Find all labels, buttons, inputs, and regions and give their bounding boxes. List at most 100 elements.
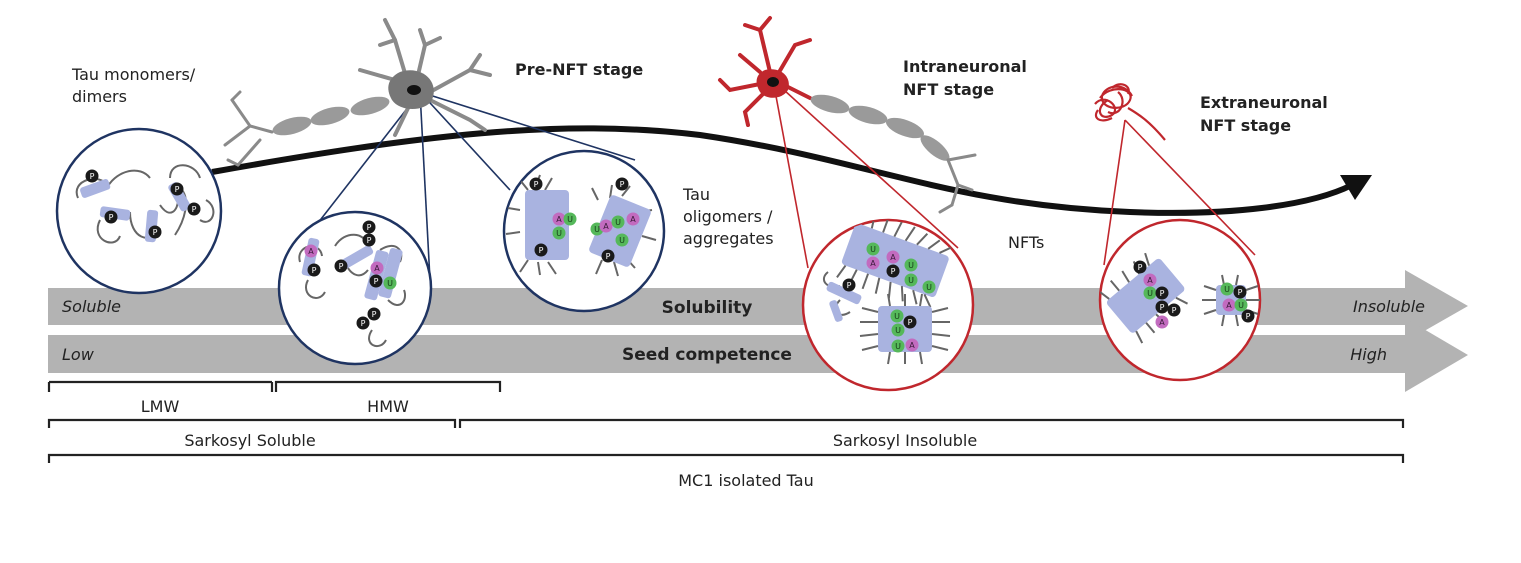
p-marker-letter: P	[109, 213, 114, 222]
u-marker	[1220, 282, 1234, 296]
monomers-circle	[55, 127, 223, 295]
u-marker	[890, 309, 904, 323]
u-marker-letter: U	[556, 229, 562, 238]
a-marker	[626, 212, 640, 226]
progression-arrowhead	[1340, 175, 1372, 200]
a-marker-letter: A	[909, 341, 915, 350]
p-marker-letter: P	[361, 319, 366, 328]
p-marker-letter: P	[367, 223, 372, 232]
intraneuronal-nft-circle	[801, 218, 975, 392]
u-marker-letter: U	[908, 261, 914, 270]
u-marker	[611, 215, 625, 229]
p-marker-letter: P	[891, 267, 896, 276]
extraneuronal-tangle-icon	[1094, 83, 1166, 141]
p-marker	[369, 274, 383, 288]
u-marker-letter: U	[619, 236, 625, 245]
a-marker	[304, 244, 318, 258]
p-marker	[534, 243, 548, 257]
p-marker	[601, 249, 615, 263]
p-marker-letter: P	[847, 281, 852, 290]
p-marker-letter: P	[372, 310, 377, 319]
p-marker-letter: P	[606, 252, 611, 261]
u-marker-letter: U	[895, 342, 901, 351]
p-marker-letter: P	[312, 266, 317, 275]
p-marker-letter: P	[534, 180, 539, 189]
p-marker	[615, 177, 629, 191]
p-marker-letter: P	[1138, 263, 1143, 272]
u-marker-letter: U	[387, 279, 393, 288]
sarkosyl-soluble-bracket	[47, 418, 457, 428]
neuron-prenft-icon	[223, 18, 492, 167]
a-marker	[1222, 298, 1236, 312]
u-marker	[1143, 286, 1157, 300]
u-marker-letter: U	[615, 218, 621, 227]
p-marker	[1133, 260, 1147, 274]
p-marker	[1155, 286, 1169, 300]
hmw-bracket	[274, 380, 502, 392]
p-marker	[104, 210, 118, 224]
tau-oligomers-label-line1: Tau	[682, 185, 710, 204]
a-marker	[866, 256, 880, 270]
u-marker	[922, 280, 936, 294]
a-marker-letter: A	[1159, 318, 1165, 327]
extraneuronal-label-line1: Extraneuronal	[1200, 93, 1328, 112]
p-marker-letter: P	[1160, 303, 1165, 312]
p-marker	[356, 316, 370, 330]
p-marker	[367, 307, 381, 321]
brackets	[47, 380, 1405, 463]
p-marker	[334, 259, 348, 273]
nfts-label: NFTs	[1008, 233, 1044, 252]
p-marker	[307, 263, 321, 277]
p-marker	[886, 264, 900, 278]
p-marker	[170, 182, 184, 196]
a-marker-letter: A	[1147, 276, 1153, 285]
intraneuronal-label-line2: NFT stage	[903, 80, 994, 99]
insoluble-label: Insoluble	[1353, 297, 1425, 316]
p-marker-letter: P	[339, 262, 344, 271]
u-marker-letter: U	[895, 326, 901, 335]
u-marker-letter: U	[1224, 285, 1230, 294]
u-marker-letter: U	[594, 225, 600, 234]
intraneuronal-label-line1: Intraneuronal	[903, 57, 1027, 76]
u-marker	[552, 226, 566, 240]
p-marker	[148, 225, 162, 239]
sarkosyl-insoluble-bracket	[458, 418, 1405, 428]
a-marker-letter: A	[603, 222, 609, 231]
a-marker	[886, 250, 900, 264]
p-marker	[842, 278, 856, 292]
p-marker-letter: P	[175, 185, 180, 194]
a-marker-letter: A	[308, 247, 314, 256]
oligomers-circle	[502, 149, 666, 313]
a-marker	[1155, 315, 1169, 329]
soluble-label: Soluble	[62, 297, 121, 316]
u-marker-letter: U	[567, 215, 573, 224]
p-marker-letter: P	[539, 246, 544, 255]
p-marker-letter: P	[153, 228, 158, 237]
u-marker	[615, 233, 629, 247]
u-marker	[1234, 298, 1248, 312]
progression-arrow	[211, 125, 1354, 216]
a-marker	[552, 212, 566, 226]
p-marker-letter: P	[192, 205, 197, 214]
u-marker-letter: U	[908, 276, 914, 285]
u-marker	[866, 242, 880, 256]
tau-monomers-label-line1: Tau monomers/	[71, 65, 196, 84]
mc1-isolated-tau-label: MC1 isolated Tau	[678, 471, 814, 490]
a-marker	[370, 261, 384, 275]
solubility-label: Solubility	[662, 298, 753, 318]
tau-oligomers-label-line2: oligomers /	[683, 207, 773, 226]
extraneuronal-label-line2: NFT stage	[1200, 116, 1291, 135]
a-marker	[905, 338, 919, 352]
p-marker	[1241, 309, 1255, 323]
small-oligomers-circle	[277, 210, 433, 366]
high-label: High	[1350, 345, 1387, 364]
u-marker-letter: U	[894, 312, 900, 321]
p-marker-letter: P	[908, 318, 913, 327]
p-marker-letter: P	[1160, 289, 1165, 298]
extraneuronal-zoom-lines	[1103, 119, 1256, 266]
p-marker	[362, 233, 376, 247]
a-marker-letter: A	[374, 264, 380, 273]
seed-competence-label: Seed competence	[622, 345, 792, 365]
p-marker	[187, 202, 201, 216]
p-marker-letter: P	[1172, 306, 1177, 315]
